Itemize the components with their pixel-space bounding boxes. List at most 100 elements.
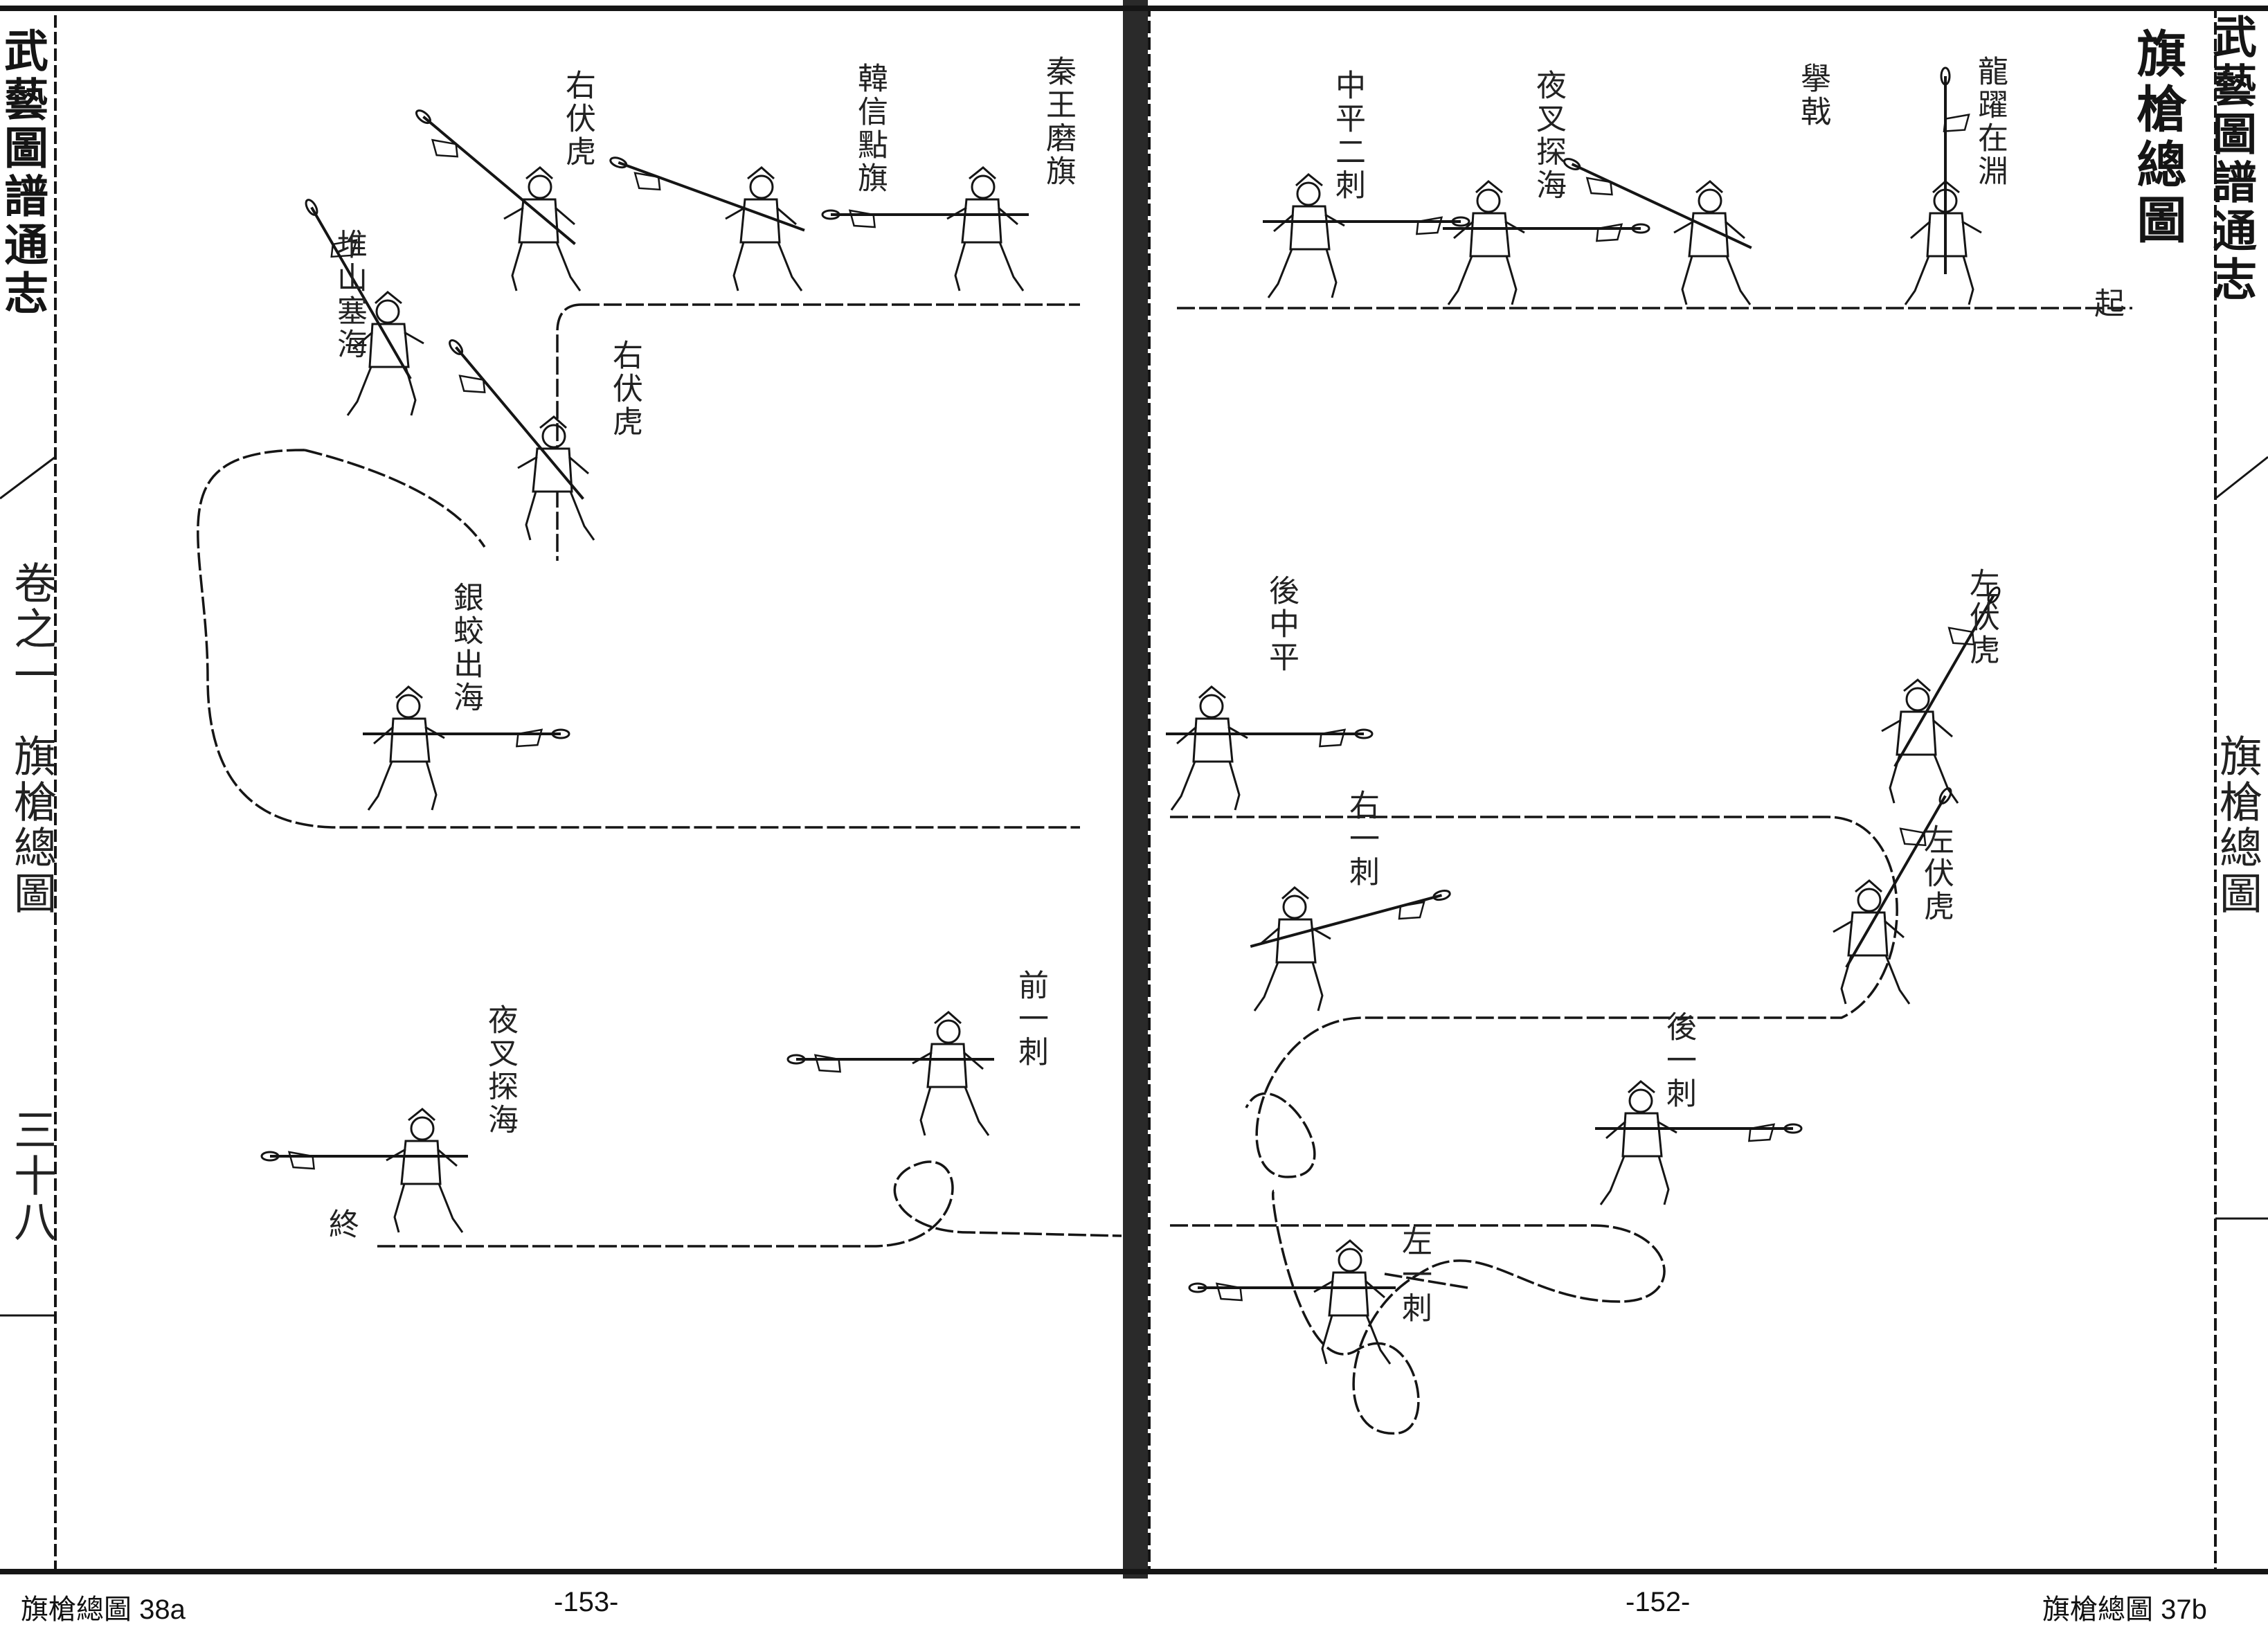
figure-r3-flag <box>1415 216 1443 235</box>
figure-r1-spear <box>1571 163 1752 249</box>
figure-l5-cap <box>395 685 423 699</box>
figure-l1-arms <box>503 206 575 226</box>
figure-r2-head <box>1476 188 1501 213</box>
fig-label-r5: 左伏虎 <box>1964 568 1999 667</box>
figure-l4-flag <box>458 375 486 394</box>
right-page-title: 旗槍總圖 <box>2128 28 2187 249</box>
figure-l1-flag <box>431 138 459 158</box>
path-l-bottom <box>377 1160 1122 1248</box>
footer-right-page-number: -152- <box>1626 1587 1691 1617</box>
figure-r9-spear-tip <box>1188 1282 1207 1293</box>
figure-r7-flag <box>1899 827 1927 847</box>
figure-r2-flag <box>1595 223 1623 242</box>
right-section-title: 旗槍總圖 <box>2212 734 2262 917</box>
figure-r1-arms <box>1673 220 1745 240</box>
fig-label-l1: 右伏虎 <box>560 69 595 169</box>
figure-r5-spear <box>1893 594 1995 768</box>
left-running-head: 武藝圖譜通志 <box>0 28 48 318</box>
figure-r1-flag <box>1585 177 1613 196</box>
figure-r4-cap <box>1198 685 1226 699</box>
figure-r1-head <box>1698 188 1722 213</box>
figure-r4-torso <box>1192 717 1234 763</box>
figure-r4-flag <box>1318 728 1347 748</box>
figure-r6-spear-tip <box>1432 889 1451 901</box>
figure-l6-spear-tip <box>260 1151 280 1162</box>
figure-l7-cap <box>934 1011 962 1025</box>
fig-label-r9: 左一刺 <box>1396 1225 1432 1325</box>
figure-r0-flag <box>1943 114 1970 132</box>
figure-r3-head <box>1296 181 1321 206</box>
figure-r6-torso <box>1275 918 1317 964</box>
figure-r1-legs <box>1681 255 1752 305</box>
figure-l0-spear-tip <box>305 199 318 216</box>
figure-l3-torso <box>961 198 1002 244</box>
figure-r1-cap <box>1695 180 1723 194</box>
left-volume: 卷之一 <box>6 561 57 698</box>
figure-l6 <box>260 1108 468 1233</box>
figure-r7-spear <box>1845 795 1947 969</box>
figure-l7-flag <box>813 1054 842 1073</box>
page-frames <box>0 0 2268 1579</box>
footer-right-caption: 旗槍總圖 37b <box>2042 1594 2207 1625</box>
figure-r9-cap <box>1335 1239 1363 1253</box>
figure-r9-torso <box>1328 1271 1369 1317</box>
figure-r4-legs <box>1170 761 1241 811</box>
figure-r5-torso <box>1896 710 1937 756</box>
figure-r5-spear-tip <box>1987 586 2001 604</box>
figure-r3-cap <box>1295 173 1323 187</box>
figure-l4-arms <box>517 456 589 475</box>
figure-l1-torso <box>518 198 559 244</box>
figure-l1-legs <box>511 242 582 291</box>
figure-r5-flag <box>1947 627 1975 646</box>
figure-r7-torso <box>1847 911 1889 957</box>
figure-l2-legs <box>732 242 803 291</box>
figure-l7-head <box>936 1019 961 1044</box>
figure-r7-legs <box>1840 955 1911 1005</box>
figure-l4-cap <box>539 415 567 429</box>
figure-l4-legs <box>525 491 595 541</box>
figure-r5-cap <box>1903 678 1931 692</box>
figure-l0-cap <box>375 291 402 305</box>
figure-r0-spear-tip <box>1940 66 1951 86</box>
fig-label-l2: 韓信點旗 <box>852 62 888 195</box>
fig-label-r3: 中平二刺 <box>1330 69 1365 202</box>
figure-l7-torso <box>926 1043 968 1088</box>
figure-l2-spear <box>618 161 805 232</box>
figure-l6-torso <box>400 1140 442 1185</box>
figure-l5 <box>363 685 570 811</box>
footer-left-page-number: -153- <box>554 1587 619 1617</box>
left-end-mark: 終 <box>323 1208 359 1241</box>
figure-l6-head <box>410 1116 435 1141</box>
figure-l0-spear <box>310 206 412 380</box>
figure-r1-spear-tip <box>1563 158 1581 170</box>
figure-r9-head <box>1338 1248 1362 1273</box>
figure-r7-cap <box>1855 879 1882 893</box>
figure-l2-cap <box>747 166 775 180</box>
figure-l6-legs <box>393 1183 464 1233</box>
figure-l5-legs <box>367 761 438 811</box>
figure-l3-spear-tip <box>821 209 840 220</box>
figure-r5-arms <box>1881 719 1953 738</box>
figure-l4-head <box>541 424 566 449</box>
figure-r2-cap <box>1475 180 1503 194</box>
figure-r5 <box>1881 586 2001 804</box>
figure-r9 <box>1188 1239 1396 1365</box>
figure-r6-cap <box>1281 886 1309 900</box>
path-r-tail <box>1384 1273 1468 1289</box>
figure-r8-legs <box>1599 1156 1670 1205</box>
figure-r3-torso <box>1289 205 1331 251</box>
figure-l4-spear-tip <box>449 339 464 355</box>
figure-r6-flag <box>1398 901 1425 920</box>
figure-l6-cap <box>408 1108 435 1122</box>
figure-l2-arms <box>725 206 797 226</box>
figure-l3-cap <box>969 166 996 180</box>
figure-l0-legs <box>346 366 417 416</box>
figure-l2-torso <box>739 198 781 244</box>
figure-r4-head <box>1199 694 1224 719</box>
figure-r3 <box>1263 173 1470 298</box>
right-margin-slash <box>2215 456 2268 500</box>
figure-r5-head <box>1905 687 1930 712</box>
figure-l1-spear <box>422 116 576 245</box>
figure-r1 <box>1563 158 1752 305</box>
